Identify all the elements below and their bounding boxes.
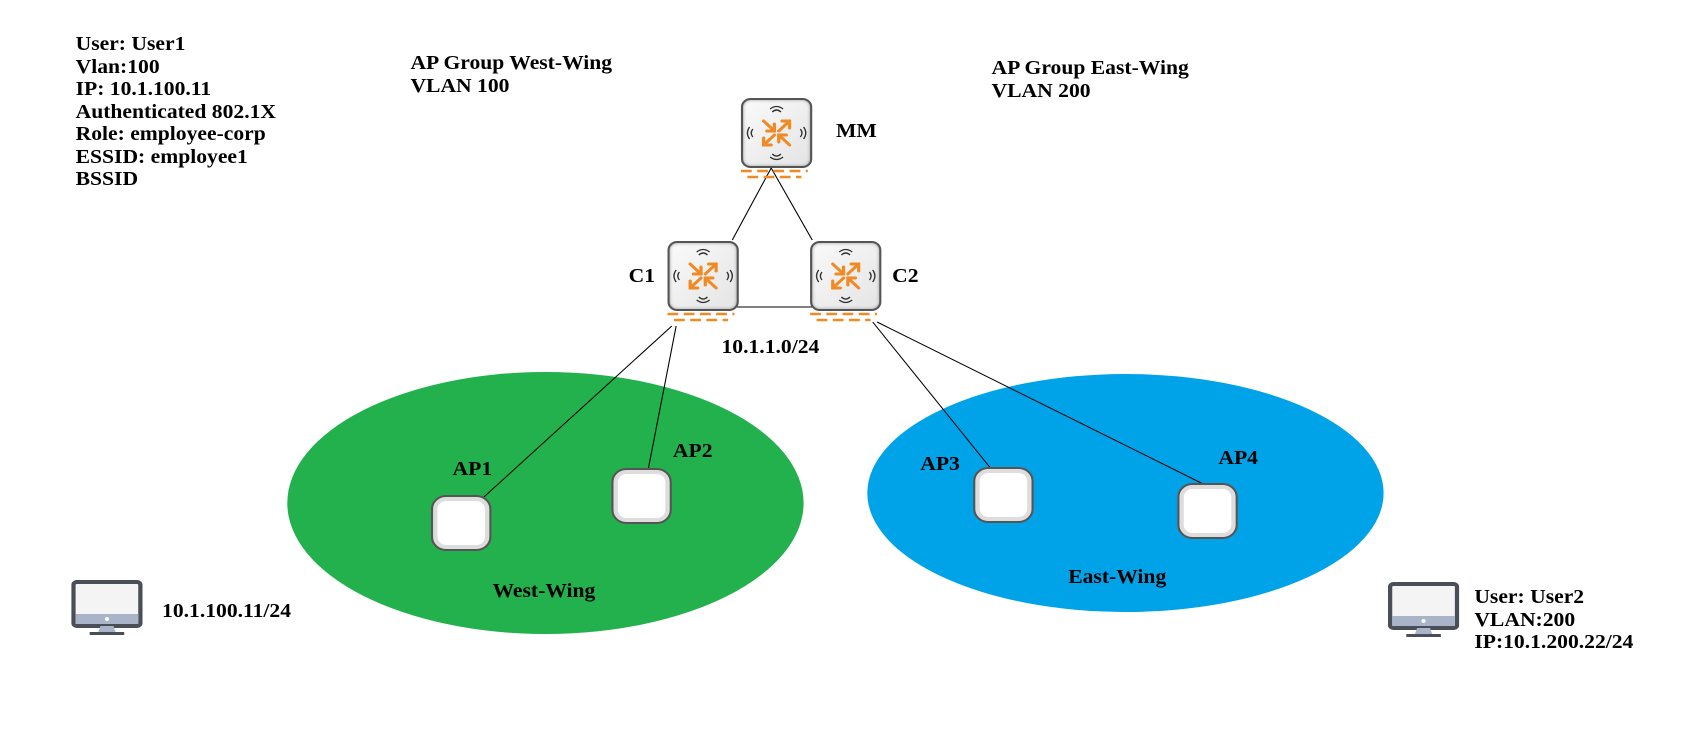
east-wing-zone	[867, 374, 1384, 612]
user1-line: Role: employee-corp	[75, 123, 266, 145]
east-wing-label: East-Wing	[1068, 566, 1167, 588]
controller-arrows-icon	[673, 248, 734, 304]
user2-info: User: User2 VLAN:200 IP:10.1.200.22/24	[1474, 586, 1633, 654]
user1-ip-label: 10.1.100.11/24	[162, 600, 292, 622]
ap-group-east-vlan: VLAN 200	[991, 79, 1091, 102]
ap4-label: AP4	[1218, 447, 1258, 469]
user1-line: Vlan:100	[75, 55, 160, 78]
access-point-ap3-icon[interactable]	[973, 467, 1034, 523]
user2-line: VLAN:200	[1474, 608, 1576, 631]
user2-line: IP:10.1.200.22/24	[1474, 631, 1634, 653]
access-point-ap1-icon[interactable]	[430, 495, 492, 551]
mm-label: MM	[835, 120, 877, 142]
west-wing-zone	[287, 372, 804, 634]
access-point-ap4-icon[interactable]	[1177, 483, 1238, 539]
ap-group-west-vlan: VLAN 100	[410, 74, 510, 97]
ap-group-east: AP Group East-Wing VLAN 200	[992, 57, 1189, 102]
user1-line: Authenticated 802.1X	[75, 100, 277, 123]
link-c2-ap3	[872, 321, 991, 469]
link-c2-ap4	[876, 321, 1204, 485]
c2-port-dashes	[810, 312, 878, 322]
c1-label: C1	[628, 265, 656, 287]
c2-label: C2	[892, 265, 919, 287]
user2-line: User: User2	[1474, 586, 1585, 608]
controller-c1-icon[interactable]	[667, 241, 739, 311]
link-mm-c1	[731, 167, 772, 241]
access-point-ap2-icon[interactable]	[611, 468, 672, 524]
user1-line: IP: 10.1.100.11	[75, 78, 212, 100]
west-wing-label: West-Wing	[492, 580, 596, 602]
user1-line: BSSID	[75, 168, 139, 190]
user1-info: User: User1 Vlan:100 IP: 10.1.100.11 Aut…	[76, 33, 276, 191]
link-c1-ap1	[483, 325, 673, 498]
c1-port-dashes	[667, 312, 735, 322]
user1-line: User: User1	[75, 33, 186, 55]
mm-port-dashes	[740, 169, 808, 179]
ap-group-east-title: AP Group East-Wing	[991, 57, 1189, 79]
ap1-label: AP1	[452, 458, 493, 480]
ap-group-west-title: AP Group West-Wing	[410, 52, 613, 74]
user1-computer-icon[interactable]	[71, 580, 143, 640]
subnet-label: 10.1.1.0/24	[721, 336, 820, 358]
user2-computer-icon[interactable]	[1387, 582, 1460, 642]
ap3-label: AP3	[920, 453, 960, 475]
user1-line: ESSID: employee1	[75, 145, 248, 168]
link-mm-c2	[770, 167, 813, 241]
link-c1-ap2	[647, 325, 677, 471]
controller-arrows-icon	[746, 105, 807, 161]
controller-c2-icon[interactable]	[810, 241, 882, 311]
ap2-label: AP2	[672, 440, 713, 462]
mobility-master-icon[interactable]	[740, 98, 813, 168]
ap-group-west: AP Group West-Wing VLAN 100	[410, 52, 612, 97]
controller-arrows-icon	[815, 248, 876, 304]
